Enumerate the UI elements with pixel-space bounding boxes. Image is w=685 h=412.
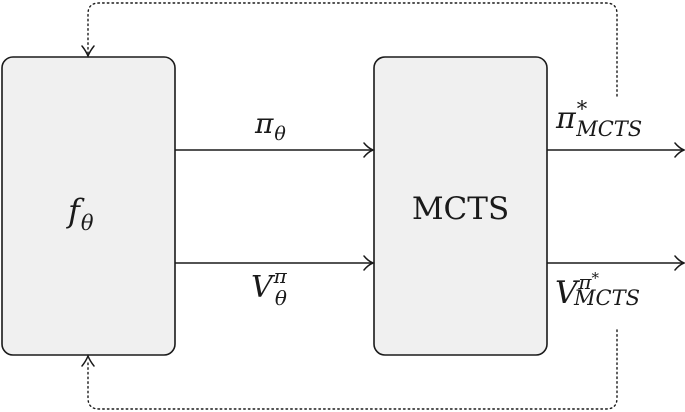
mcts-label: MCTS [412, 191, 509, 227]
value-feedback-arrowhead [81, 353, 95, 367]
mcts-value-label: Vπ*MCTS [555, 269, 640, 311]
mcts-value-subscript: MCTS [573, 286, 640, 310]
value-arrowhead [363, 255, 376, 271]
mcts-box [373, 56, 548, 356]
mcts-policy-superscript: * [577, 97, 588, 121]
value-symbol: V [251, 270, 276, 305]
mcts-value-superscript-star: * [592, 269, 600, 287]
mcts-policy-subscript: MCTS [575, 117, 642, 141]
policy-network-subscript: θ [81, 211, 94, 235]
mcts-value-arrowhead [674, 255, 685, 271]
value-feedback-loop [87, 329, 618, 410]
mcts-policy-arrowhead [674, 142, 685, 158]
policy-arrowhead [363, 142, 376, 158]
policy-symbol: π [254, 107, 274, 140]
policy-feedback-loop [87, 2, 618, 97]
mcts-policy-symbol: π [555, 101, 577, 136]
mcts-value-superscript: π [577, 270, 592, 294]
mcts-value-symbol: V [555, 275, 581, 311]
policy-network-box [1, 56, 176, 356]
policy-arrow-label: πθ [254, 107, 286, 145]
value-superscript: π [273, 264, 288, 288]
policy-feedback-arrowhead [81, 45, 95, 59]
mcts-policy-label: π*MCTS [555, 97, 642, 141]
value-subscript: θ [275, 286, 287, 310]
policy-subscript: θ [274, 123, 286, 145]
